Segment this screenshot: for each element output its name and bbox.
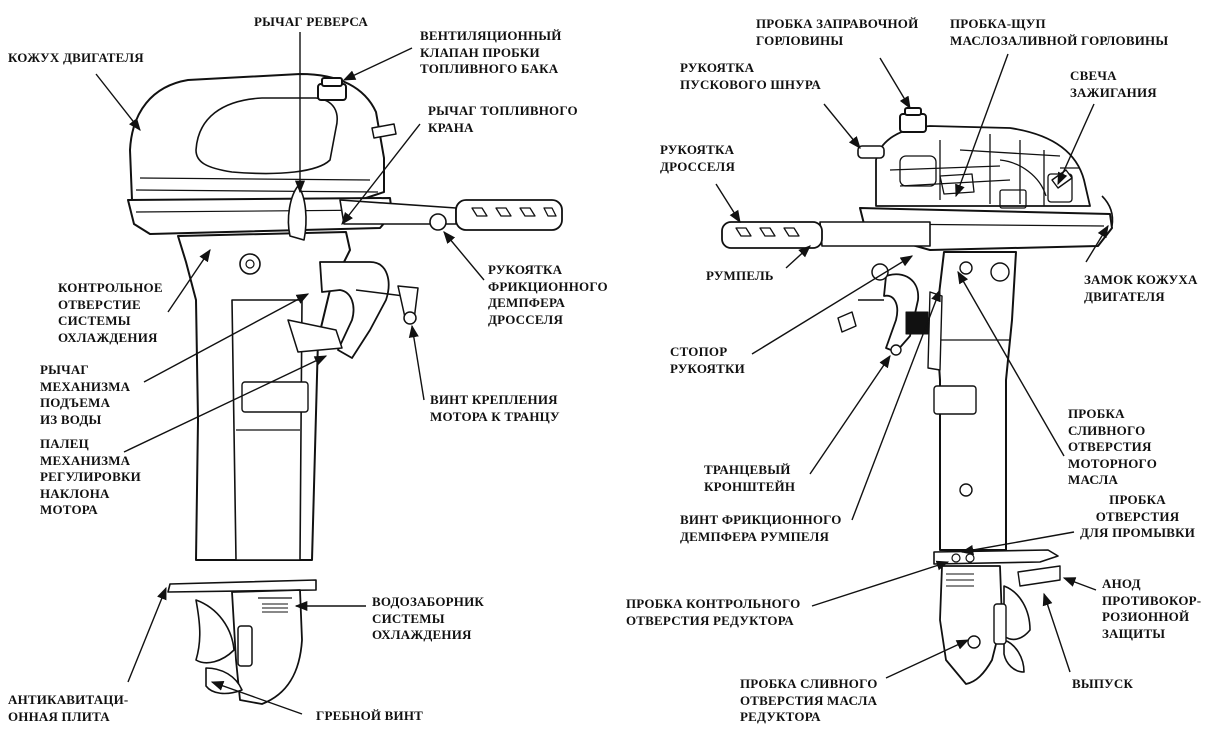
leader-throttle-grip (715, 183, 741, 224)
leader-propeller (210, 681, 303, 715)
left-gearcase (231, 589, 303, 705)
right-tiller (819, 221, 931, 247)
label-propeller: ГРЕБНОЙ ВИНТ (316, 708, 424, 723)
leader-starter-handle (823, 103, 861, 149)
label-spark-plug: СВЕЧА ЗАЖИГАНИЯ (1070, 68, 1157, 100)
leader-transom-screw (408, 324, 425, 401)
right-throttle-grip (721, 221, 823, 249)
left-throttle-grip (455, 199, 563, 231)
label-gear-check-plug: ПРОБКА КОНТРОЛЬНОГО ОТВЕРСТИЯ РЕДУКТОРА (626, 596, 801, 628)
left-propeller (195, 599, 235, 664)
leader-gear-drain-plug (885, 639, 970, 679)
label-tilt-lever: РЫЧАГ МЕХАНИЗМА ПОДЪЕМА ИЗ ВОДЫ (40, 362, 131, 427)
right-motor (721, 107, 1114, 685)
right-propeller (1003, 585, 1031, 641)
left-anticav-plate (167, 579, 317, 593)
label-throttle-grip: РУКОЯТКА ДРОССЕЛЯ (660, 142, 736, 174)
label-tiller: РУМПЕЛЬ (706, 268, 774, 283)
label-transom-screw: ВИНТ КРЕПЛЕНИЯ МОТОРА К ТРАНЦУ (430, 392, 560, 424)
leader-anode (1062, 577, 1097, 591)
label-throttle-friction: РУКОЯТКА ФРИКЦИОННОГО ДЕМПФЕРА ДРОССЕЛЯ (488, 262, 608, 327)
leader-lines (95, 32, 1109, 715)
label-anticav-plate: АНТИКАВИТАЦИ- ОННАЯ ПЛИТА (8, 692, 129, 724)
label-tank-vent: ВЕНТИЛЯЦИОННЫЙ КЛАПАН ПРОБКИ ТОПЛИВНОГО … (420, 28, 562, 76)
label-tiller-friction: ВИНТ ФРИКЦИОННОГО ДЕМПФЕРА РУМПЕЛЯ (680, 512, 842, 544)
right-gearcase (939, 565, 1003, 685)
leader-trim-pin (123, 355, 328, 453)
label-transom-bracket: ТРАНЦЕВЫЙ КРОНШТЕЙН (704, 462, 796, 494)
leader-cooling-check (167, 248, 211, 313)
label-water-intake: ВОДОЗАБОРНИК СИСТЕМЫ ОХЛАЖДЕНИЯ (372, 594, 485, 642)
leader-spark-plug (1057, 103, 1095, 186)
leader-tiller-stopper (751, 255, 914, 355)
leader-anticav-plate (127, 586, 167, 683)
left-motor (127, 73, 563, 705)
leader-tilt-lever (143, 293, 310, 383)
label-gear-drain-plug: ПРОБКА СЛИВНОГО ОТВЕРСТИЯ МАСЛА РЕДУКТОР… (740, 676, 878, 724)
label-starter-handle: РУКОЯТКА ПУСКОВОГО ШНУРА (680, 60, 821, 92)
leader-oil-dipstick (955, 53, 1009, 198)
label-cooling-check: КОНТРОЛЬНОЕ ОТВЕРСТИЕ СИСТЕМЫ ОХЛАЖДЕНИЯ (58, 280, 163, 345)
label-flush-plug: ПРОБКА ОТВЕРСТИЯ ДЛЯ ПРОМЫВКИ (1080, 492, 1196, 540)
label-cowl-lock: ЗАМОК КОЖУХА ДВИГАТЕЛЯ (1084, 272, 1198, 304)
right-starter-handle (857, 145, 885, 159)
left-transom-bracket (319, 261, 390, 359)
leader-tiller-friction (851, 288, 941, 521)
right-filler-cap (899, 113, 927, 133)
leader-transom-bracket (809, 354, 891, 475)
label-anode: АНОД ПРОТИВОКОР- РОЗИОННОЙ ЗАЩИТЫ (1102, 576, 1202, 641)
leader-gear-check-plug (811, 560, 950, 607)
label-fuel-cock: РЫЧАГ ТОПЛИВНОГО КРАНА (428, 103, 578, 135)
left-cowling-window (195, 97, 338, 175)
leader-flush-plug (960, 531, 1075, 555)
leader-fuel-filler (879, 57, 911, 110)
leader-fuel-cock (341, 123, 421, 225)
leader-cowling (95, 73, 141, 131)
label-cowling: КОЖУХ ДВИГАТЕЛЯ (8, 50, 144, 65)
label-oil-dipstick: ПРОБКА-ЩУП МАСЛОЗАЛИВНОЙ ГОРЛОВИНЫ (950, 16, 1169, 48)
leader-exhaust (1042, 592, 1071, 673)
label-oil-drain: ПРОБКА СЛИВНОГО ОТВЕРСТИЯ МОТОРНОГО МАСЛ… (1068, 406, 1158, 487)
leader-tiller (785, 245, 811, 269)
label-tiller-stopper: СТОПОР РУКОЯТКИ (670, 344, 745, 376)
left-bottom-cowl (127, 197, 393, 235)
leader-throttle-friction (443, 231, 485, 281)
leader-oil-drain (957, 270, 1065, 457)
label-reverse-lever: РЫЧАГ РЕВЕРСА (254, 14, 368, 29)
label-exhaust: ВЫПУСК (1072, 676, 1134, 691)
leader-cowl-lock (1085, 224, 1109, 263)
label-fuel-filler: ПРОБКА ЗАПРАВОЧНОЙ ГОРЛОВИНЫ (756, 16, 919, 48)
label-trim-pin: ПАЛЕЦ МЕХАНИЗМА РЕГУЛИРОВКИ НАКЛОНА МОТО… (40, 436, 141, 517)
leader-tank-vent (342, 47, 413, 81)
